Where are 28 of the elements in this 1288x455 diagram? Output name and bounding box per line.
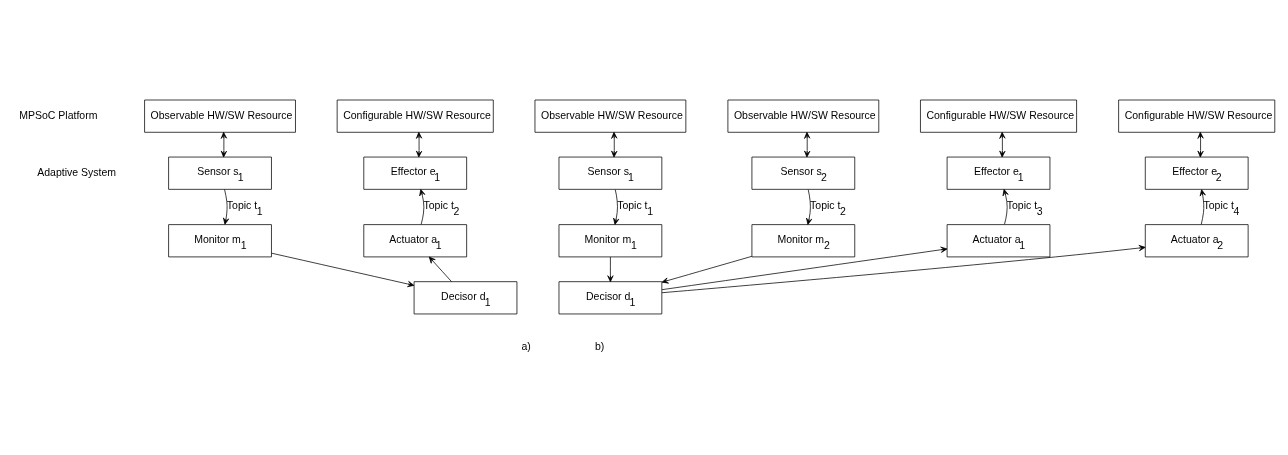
node-box: Configurable HW/SW Resource	[336, 99, 494, 133]
arrow	[1197, 131, 1204, 157]
arrow	[804, 131, 811, 157]
arrow	[806, 188, 813, 225]
node-box: Configurable HW/SW Resource	[1118, 99, 1276, 133]
arrow	[419, 188, 426, 225]
arrow	[271, 252, 415, 287]
arrow	[428, 256, 452, 282]
arrow	[613, 188, 620, 225]
arrow	[607, 256, 614, 282]
arrow	[661, 246, 948, 290]
arrow	[1002, 188, 1009, 225]
node-box: Configurable HW/SW Resource	[920, 99, 1077, 133]
node-box: Observable HW/SW Resource	[144, 99, 296, 133]
label: a)	[521, 339, 531, 352]
node-box: Observable HW/SW Resource	[727, 99, 880, 133]
arrow	[416, 131, 423, 157]
label: b)	[595, 339, 605, 352]
arrow	[661, 255, 753, 283]
label: MPSoC Platform	[19, 108, 98, 121]
node-box: Observable HW/SW Resource	[534, 99, 687, 133]
arrow	[223, 188, 230, 225]
arrow	[1199, 188, 1206, 225]
arrow	[220, 131, 227, 157]
arrow	[661, 244, 1146, 293]
label: Adaptive System	[37, 165, 117, 178]
arrow	[999, 131, 1006, 157]
arrow	[611, 131, 618, 157]
